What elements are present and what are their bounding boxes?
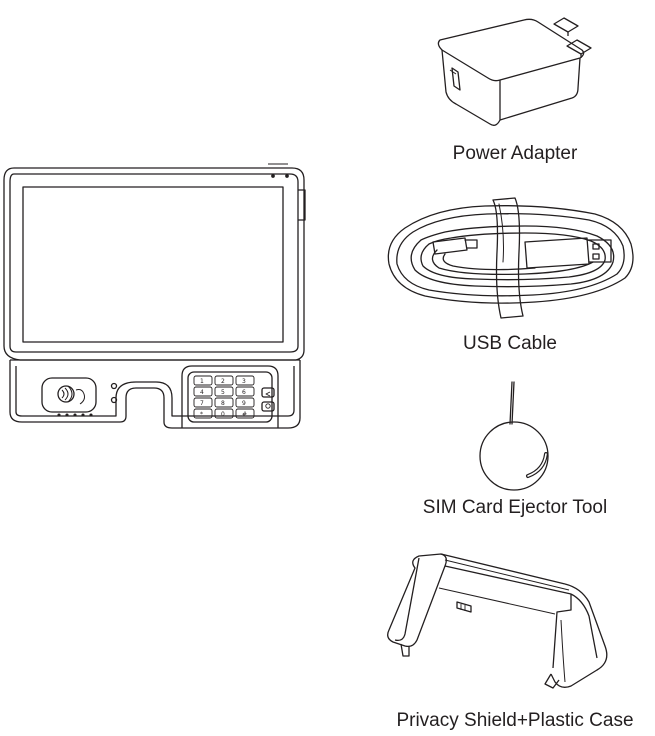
keypad-key-label: 9 bbox=[242, 400, 246, 407]
keypad-key-label: 4 bbox=[200, 389, 204, 396]
keypad-key bbox=[236, 387, 254, 396]
keypad-key bbox=[194, 398, 212, 407]
keypad-key bbox=[194, 376, 212, 385]
sim-ejector-tool-icon bbox=[400, 380, 640, 490]
power-adapter: Power Adapter bbox=[400, 10, 620, 180]
keypad-key bbox=[215, 398, 233, 407]
keypad-key-label: 3 bbox=[242, 378, 246, 385]
keypad-key bbox=[236, 398, 254, 407]
pos-terminal: 1 2 3 4 5 6 7 8 9 * 0 # bbox=[0, 160, 310, 440]
keypad-key-label: # bbox=[242, 411, 247, 418]
keypad-key-label: 2 bbox=[221, 378, 225, 385]
privacy-shield-icon bbox=[375, 548, 625, 698]
sim-ejector-tool-label: SIM Card Ejector Tool bbox=[422, 497, 608, 518]
keypad-key-label: 0 bbox=[221, 411, 225, 418]
keypad-key-label: 1 bbox=[200, 378, 204, 385]
power-adapter-icon bbox=[400, 10, 620, 130]
usb-cable-label: USB Cable bbox=[463, 333, 557, 354]
keypad-key bbox=[194, 409, 212, 418]
sim-ejector-tool: SIM Card Ejector Tool bbox=[400, 380, 640, 525]
keypad-key-label: 5 bbox=[221, 389, 225, 396]
keypad-key-label: 7 bbox=[200, 400, 204, 407]
keypad-key bbox=[236, 409, 254, 418]
keypad-key bbox=[236, 376, 254, 385]
keypad-key-label: * bbox=[200, 411, 203, 418]
usb-cable: USB Cable bbox=[375, 192, 645, 362]
keypad-key bbox=[215, 376, 233, 385]
keypad: 1 2 3 4 5 6 7 8 9 * 0 # bbox=[194, 376, 254, 418]
usb-cable-icon bbox=[375, 192, 645, 322]
keypad-key bbox=[215, 409, 233, 418]
power-adapter-label: Power Adapter bbox=[452, 143, 578, 164]
privacy-shield: Privacy Shield+Plastic Case bbox=[375, 548, 655, 736]
keypad-key-label: 6 bbox=[242, 389, 246, 396]
keypad-key-label: 8 bbox=[221, 400, 225, 407]
keypad-key bbox=[215, 387, 233, 396]
privacy-shield-label: Privacy Shield+Plastic Case bbox=[396, 710, 634, 731]
keypad-key bbox=[194, 387, 212, 396]
pos-terminal-icon: 1 2 3 4 5 6 7 8 9 * 0 # bbox=[0, 160, 310, 440]
